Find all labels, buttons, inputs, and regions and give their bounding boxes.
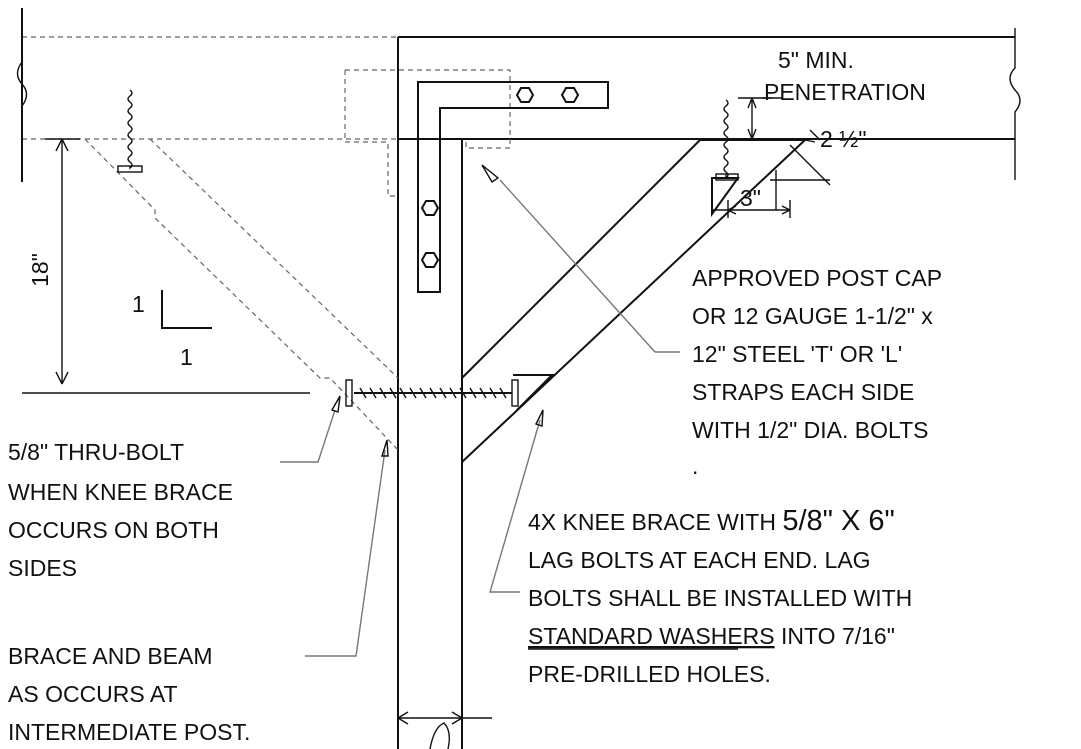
penetration-label-line2: PENETRATION <box>764 79 926 105</box>
lag-bolt-right <box>715 99 739 181</box>
svg-text:STRAPS EACH SIDE: STRAPS EACH SIDE <box>692 379 914 405</box>
bolt-icon <box>560 87 580 103</box>
two-half-dimension <box>770 129 831 210</box>
two-half-label: 2 ½" <box>820 126 867 152</box>
svg-text:PRE-DRILLED HOLES.: PRE-DRILLED HOLES. <box>528 661 771 687</box>
slope-rise-label: 1 <box>132 291 145 317</box>
right-break-symbol <box>1009 28 1021 180</box>
knee-brace-note: 4X KNEE BRACE WITH 5/8" X 6" LAG BOLTS A… <box>528 505 912 687</box>
svg-text:WITH 1/2" DIA. BOLTS: WITH 1/2" DIA. BOLTS <box>692 417 929 443</box>
thru-bolt <box>345 379 519 407</box>
leader-lines <box>280 164 680 657</box>
knee-brace-right <box>461 139 806 463</box>
thru-bolt-note: 5/8" THRU-BOLT WHEN KNEE BRACE OCCURS ON… <box>8 439 233 581</box>
l-strap <box>417 81 609 293</box>
svg-text:OR 12 GAUGE 1-1/2" x: OR 12 GAUGE 1-1/2" x <box>692 303 933 329</box>
eighteen-label: 18" <box>27 253 53 287</box>
post-cap-outline <box>344 69 511 197</box>
svg-text:.: . <box>692 453 698 479</box>
svg-text:BOLTS SHALL BE INSTALLED WITH: BOLTS SHALL BE INSTALLED WITH <box>528 585 912 611</box>
svg-text:OCCURS ON BOTH: OCCURS ON BOTH <box>8 517 219 543</box>
three-label: 3" <box>740 185 761 211</box>
bolt-icon <box>420 252 440 268</box>
svg-text:SIDES: SIDES <box>8 555 77 581</box>
three-dimension <box>712 200 791 218</box>
svg-text:WHEN KNEE BRACE: WHEN KNEE BRACE <box>8 479 233 505</box>
svg-text:LAG BOLTS AT EACH END. LAG: LAG BOLTS AT EACH END. LAG <box>528 547 871 573</box>
svg-text:STANDARD WASHERS INTO 7/16": STANDARD WASHERS INTO 7/16" <box>528 623 895 649</box>
left-break-symbol <box>16 61 28 107</box>
penetration-dimension <box>738 97 782 140</box>
svg-text:BRACE AND BEAM: BRACE AND BEAM <box>8 643 213 669</box>
svg-text:APPROVED POST CAP: APPROVED POST CAP <box>692 265 942 291</box>
svg-text:INTERMEDIATE POST.: INTERMEDIATE POST. <box>8 719 250 745</box>
bolt-icon <box>515 87 535 103</box>
penetration-label-line1: 5" MIN. <box>778 47 854 73</box>
post-break-symbol <box>429 722 451 749</box>
beam <box>16 8 1021 182</box>
brace-beam-note: BRACE AND BEAM AS OCCURS AT INTERMEDIATE… <box>8 643 250 745</box>
svg-text:12" STEEL 'T' OR 'L': 12" STEEL 'T' OR 'L' <box>692 341 902 367</box>
svg-text:AS OCCURS AT: AS OCCURS AT <box>8 681 178 707</box>
eighteen-dimension <box>22 138 310 394</box>
svg-text:4X KNEE BRACE WITH 5/8" X 6": 4X KNEE BRACE WITH 5/8" X 6" <box>528 505 895 537</box>
lag-bolt-left <box>117 89 143 173</box>
bolt-icon <box>420 200 440 216</box>
knee-brace-left-dashed <box>84 138 399 451</box>
slope-symbol <box>161 290 212 329</box>
slope-run-label: 1 <box>180 344 193 370</box>
svg-text:5/8" THRU-BOLT: 5/8" THRU-BOLT <box>8 439 184 465</box>
post-cap-note: APPROVED POST CAP OR 12 GAUGE 1-1/2" x 1… <box>692 265 942 479</box>
knee-brace-left-dashed-edge <box>149 138 399 379</box>
